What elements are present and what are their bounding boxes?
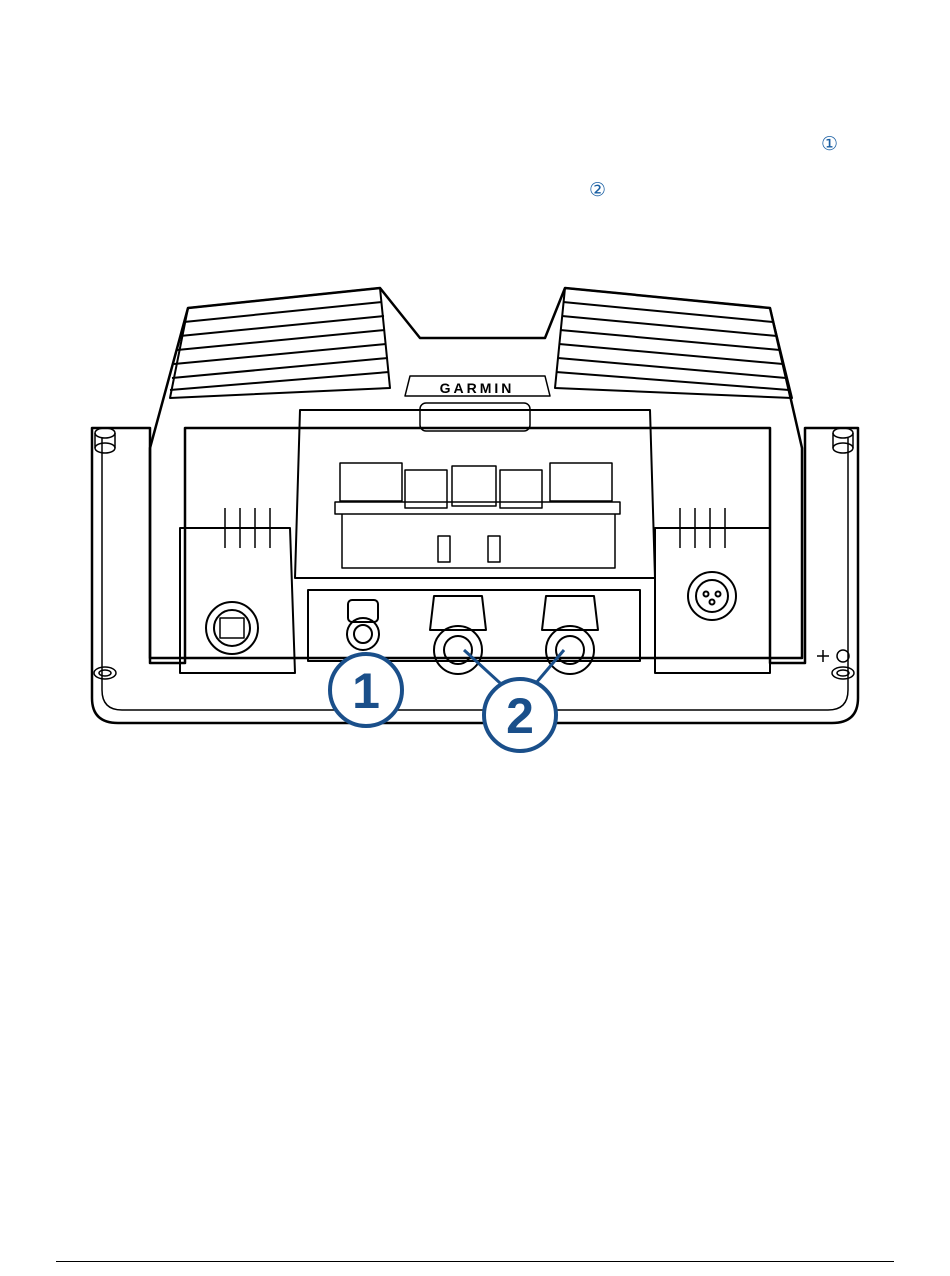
footer-rule xyxy=(56,1261,894,1262)
device-illustration: GARMIN xyxy=(80,278,870,758)
ground-terminal xyxy=(817,650,849,662)
heatsink-right xyxy=(555,288,792,398)
inline-callout-2: ② xyxy=(589,181,606,200)
callout-1: 1 xyxy=(330,654,402,726)
terminal-blocks xyxy=(335,463,620,514)
ethernet-port xyxy=(206,602,258,654)
brand-logo: GARMIN xyxy=(440,380,515,396)
callout-2: 2 xyxy=(484,679,556,751)
cable-gland-large xyxy=(430,596,598,674)
round-connector xyxy=(688,572,736,620)
base-flange xyxy=(92,428,858,723)
callout-2-label: 2 xyxy=(506,688,534,744)
callout-1-label: 1 xyxy=(352,663,380,719)
inline-callout-1: ① xyxy=(821,135,838,154)
standoffs xyxy=(438,536,500,562)
cable-gland-small xyxy=(347,600,379,650)
heatsink-left xyxy=(170,288,390,398)
